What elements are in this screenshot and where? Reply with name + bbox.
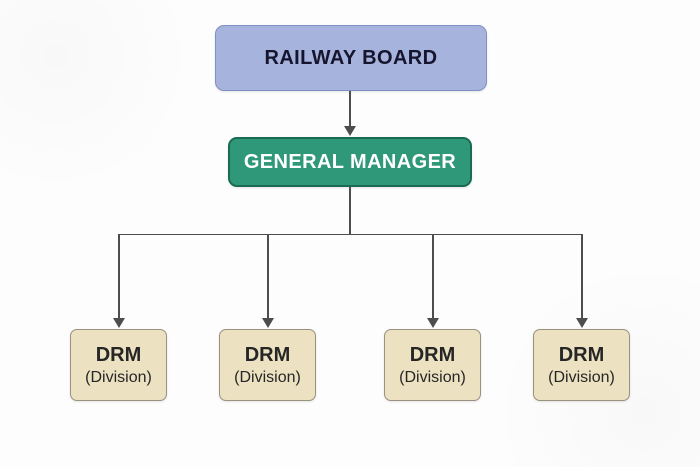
- connector-bus-line: [118, 233, 583, 235]
- general-manager-label: GENERAL MANAGER: [243, 150, 457, 173]
- drm-subtitle: (Division): [548, 368, 615, 386]
- connector-board-to-gm: [349, 91, 351, 127]
- arrowhead-icon: [576, 318, 588, 328]
- node-drm-division-3: DRM (Division): [384, 329, 481, 401]
- drm-subtitle: (Division): [399, 368, 466, 386]
- railway-board-label: RAILWAY BOARD: [264, 46, 438, 69]
- arrowhead-icon: [113, 318, 125, 328]
- node-general-manager: GENERAL MANAGER: [228, 137, 472, 187]
- drm-title: DRM: [244, 343, 291, 366]
- connector-drop-3: [432, 233, 434, 319]
- node-railway-board: RAILWAY BOARD: [215, 25, 487, 91]
- connector-drop-2: [267, 233, 269, 319]
- connector-gm-stem: [349, 187, 351, 234]
- drm-title: DRM: [409, 343, 456, 366]
- drm-title: DRM: [558, 343, 605, 366]
- drm-title: DRM: [95, 343, 142, 366]
- connector-drop-4: [581, 233, 583, 319]
- connector-drop-1: [118, 233, 120, 319]
- node-drm-division-1: DRM (Division): [70, 329, 167, 401]
- arrowhead-icon: [262, 318, 274, 328]
- drm-subtitle: (Division): [85, 368, 152, 386]
- drm-subtitle: (Division): [234, 368, 301, 386]
- node-drm-division-2: DRM (Division): [219, 329, 316, 401]
- arrowhead-icon: [427, 318, 439, 328]
- node-drm-division-4: DRM (Division): [533, 329, 630, 401]
- arrowhead-icon: [344, 126, 356, 136]
